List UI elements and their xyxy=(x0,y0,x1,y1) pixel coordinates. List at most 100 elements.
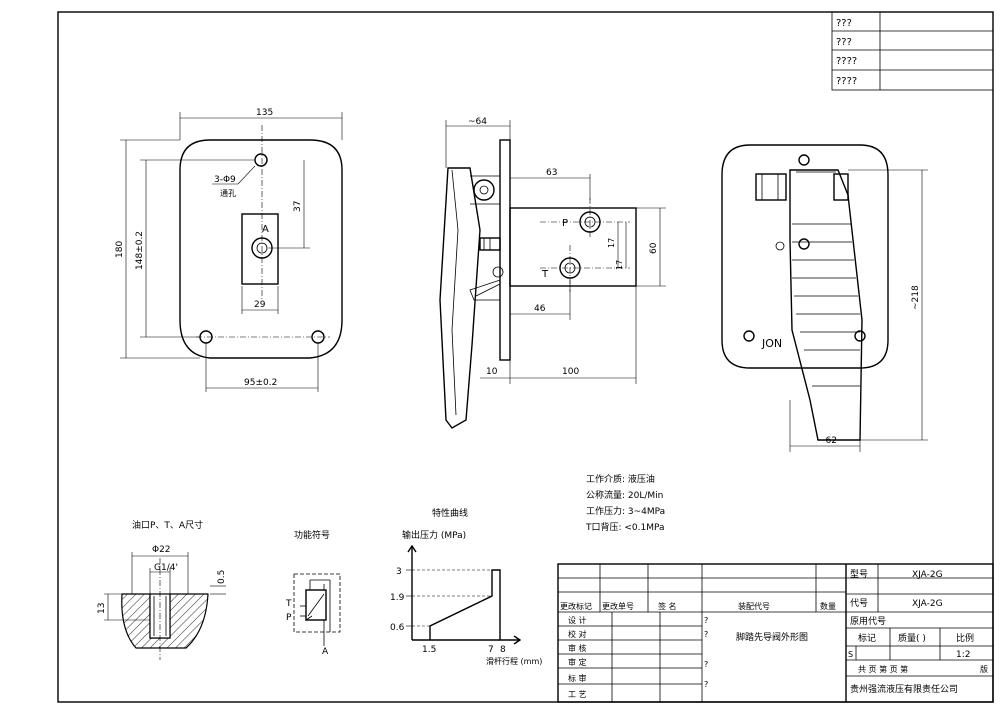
front-view: 135 180 148±0.2 3-Φ9 通孔 37 A 29 95±0.2 xyxy=(115,108,343,392)
function-symbol: 功能符号 T P A xyxy=(285,529,341,657)
tb-version: 版 xyxy=(980,664,988,674)
tb-q2: ? xyxy=(704,630,708,639)
pedal-front xyxy=(789,169,863,441)
tb-role-review: 审 核 xyxy=(568,643,587,653)
dim-180: 180 xyxy=(115,241,125,258)
curve-ytick-0.6: 0.6 xyxy=(390,623,405,633)
tb-scale-value: 1:2 xyxy=(956,650,970,660)
tb-role-process: 工 艺 xyxy=(568,690,587,699)
curve-ytick-1.9: 1.9 xyxy=(390,593,405,603)
tb-s-mark: S xyxy=(848,650,853,659)
curve-ytick-3: 3 xyxy=(396,567,402,577)
right-view: JON ~218 ~62 xyxy=(721,144,928,452)
tb-company: 贵州强流液压有限责任公司 xyxy=(850,683,958,695)
rev-row-2: ??? xyxy=(836,37,852,48)
dim-60: 60 xyxy=(649,242,659,254)
symbol-a: A xyxy=(322,647,329,657)
tb-role-standard: 标 审 xyxy=(568,673,587,683)
dim-63: 63 xyxy=(546,168,557,178)
hole-callout: 3-Φ9 xyxy=(214,175,236,185)
spec-medium: 工作介质: 液压油 xyxy=(586,473,655,485)
dim-10: 10 xyxy=(486,367,498,377)
curve-xlabel: 滑杆行程 (mm) xyxy=(486,656,542,666)
symbol-title: 功能符号 xyxy=(294,529,330,541)
dim-100: 100 xyxy=(562,367,579,377)
tb-q3: ? xyxy=(704,660,708,669)
dim-95: 95±0.2 xyxy=(244,378,277,388)
rev-row-1: ??? xyxy=(836,18,852,29)
port-thread: G1/4' xyxy=(154,563,178,573)
title-block: 更改标记 更改单号 签 名 装配代号 数量 设 计 校 对 审 核 审 定 标 … xyxy=(557,563,994,703)
tb-change-mark: 更改标记 xyxy=(560,601,592,611)
tb-code-value: XJA-2G xyxy=(912,599,943,609)
tb-mark: 标记 xyxy=(858,632,876,644)
dim-29: 29 xyxy=(254,300,266,310)
tb-change-no: 更改单号 xyxy=(602,601,634,611)
tb-model-label: 型号 xyxy=(850,569,868,580)
tb-q1: ? xyxy=(704,616,708,625)
port-block xyxy=(241,213,279,285)
brand-text: JON xyxy=(761,337,782,350)
tb-assembly-code: 装配代号 xyxy=(738,601,770,611)
port-dia: Φ22 xyxy=(152,545,171,555)
rev-row-4: ???? xyxy=(836,76,857,87)
tb-scale: 比例 xyxy=(956,632,974,644)
tb-drawing-title: 脚踏先导阀外形图 xyxy=(736,631,808,643)
port-detail: 油口P、T、A尺寸 Φ22 G1/4' 13 0.5 xyxy=(97,519,227,660)
tb-sign: 签 名 xyxy=(658,601,677,611)
dim-64: ~64 xyxy=(468,117,487,127)
base-plate-outline xyxy=(179,139,343,359)
symbol-p: P xyxy=(286,613,292,623)
dim-62: ~62 xyxy=(818,436,837,446)
dim-17a: 17 xyxy=(607,238,616,248)
hole-note: 通孔 xyxy=(220,188,236,198)
port-section xyxy=(121,593,209,649)
curve-line xyxy=(429,569,501,640)
port-depth: 13 xyxy=(97,603,107,614)
spec-pressure: 工作压力: 3~4MPa xyxy=(586,505,665,517)
tb-original-code: 原用代号 xyxy=(850,616,886,627)
symbol-t: T xyxy=(285,599,292,609)
dim-17b: 17 xyxy=(615,260,624,270)
revision-table: ??? ??? ???? ???? xyxy=(831,11,994,91)
tb-weight: 质量( ) xyxy=(898,632,926,644)
spec-flow: 公称流量: 20L/Min xyxy=(586,489,663,501)
port-chamfer: 0.5 xyxy=(217,570,227,584)
mount-plate-side xyxy=(499,139,511,361)
port-a-label: A xyxy=(262,224,269,235)
curve-xtick-1.5: 1.5 xyxy=(422,645,436,655)
mount-hole-top xyxy=(254,153,268,167)
base-plate-front xyxy=(721,144,889,369)
spec-back-pressure: T口背压: <0.1MPa xyxy=(585,521,665,533)
curve-xtick-8: 8 xyxy=(500,645,506,655)
curve-ylabel: 输出压力 (MPa) xyxy=(402,529,466,541)
curve-title: 特性曲线 xyxy=(432,507,468,519)
dim-218: ~218 xyxy=(911,285,921,310)
dim-148: 148±0.2 xyxy=(135,231,145,270)
pivot-block-left xyxy=(755,173,787,201)
tb-role-check: 校 对 xyxy=(568,629,587,639)
pedal-side xyxy=(439,167,481,429)
pivot-boss xyxy=(473,179,495,201)
tb-role-design: 设 计 xyxy=(568,615,587,625)
rev-row-3: ???? xyxy=(836,56,857,67)
side-view: P T ~64 63 17 17 60 46 10 100 xyxy=(439,117,666,429)
tb-quantity: 数量 xyxy=(820,601,836,611)
port-t-label: T xyxy=(541,269,549,280)
valve-body-side xyxy=(509,207,637,287)
curve-xtick-7: 7 xyxy=(488,645,494,655)
tb-model-value: XJA-2G xyxy=(912,570,943,580)
characteristic-curve: 特性曲线 输出压力 (MPa) 3 1.9 0.6 1.5 7 8 滑杆行程 (… xyxy=(390,507,542,666)
dim-37: 37 xyxy=(293,201,303,212)
specs-block: 工作介质: 液压油 公称流量: 20L/Min 工作压力: 3~4MPa T口背… xyxy=(585,473,665,533)
dim-135: 135 xyxy=(256,108,273,118)
tb-q4: ? xyxy=(704,680,708,689)
tb-role-approve: 审 定 xyxy=(568,657,587,667)
pivot-block-right xyxy=(833,173,849,201)
tb-sheets: 共 页 第 页 第 xyxy=(858,664,908,674)
gusset xyxy=(469,279,501,301)
dim-46: 46 xyxy=(534,304,546,314)
tb-code-label: 代号 xyxy=(850,598,868,609)
port-detail-title: 油口P、T、A尺寸 xyxy=(132,519,203,531)
